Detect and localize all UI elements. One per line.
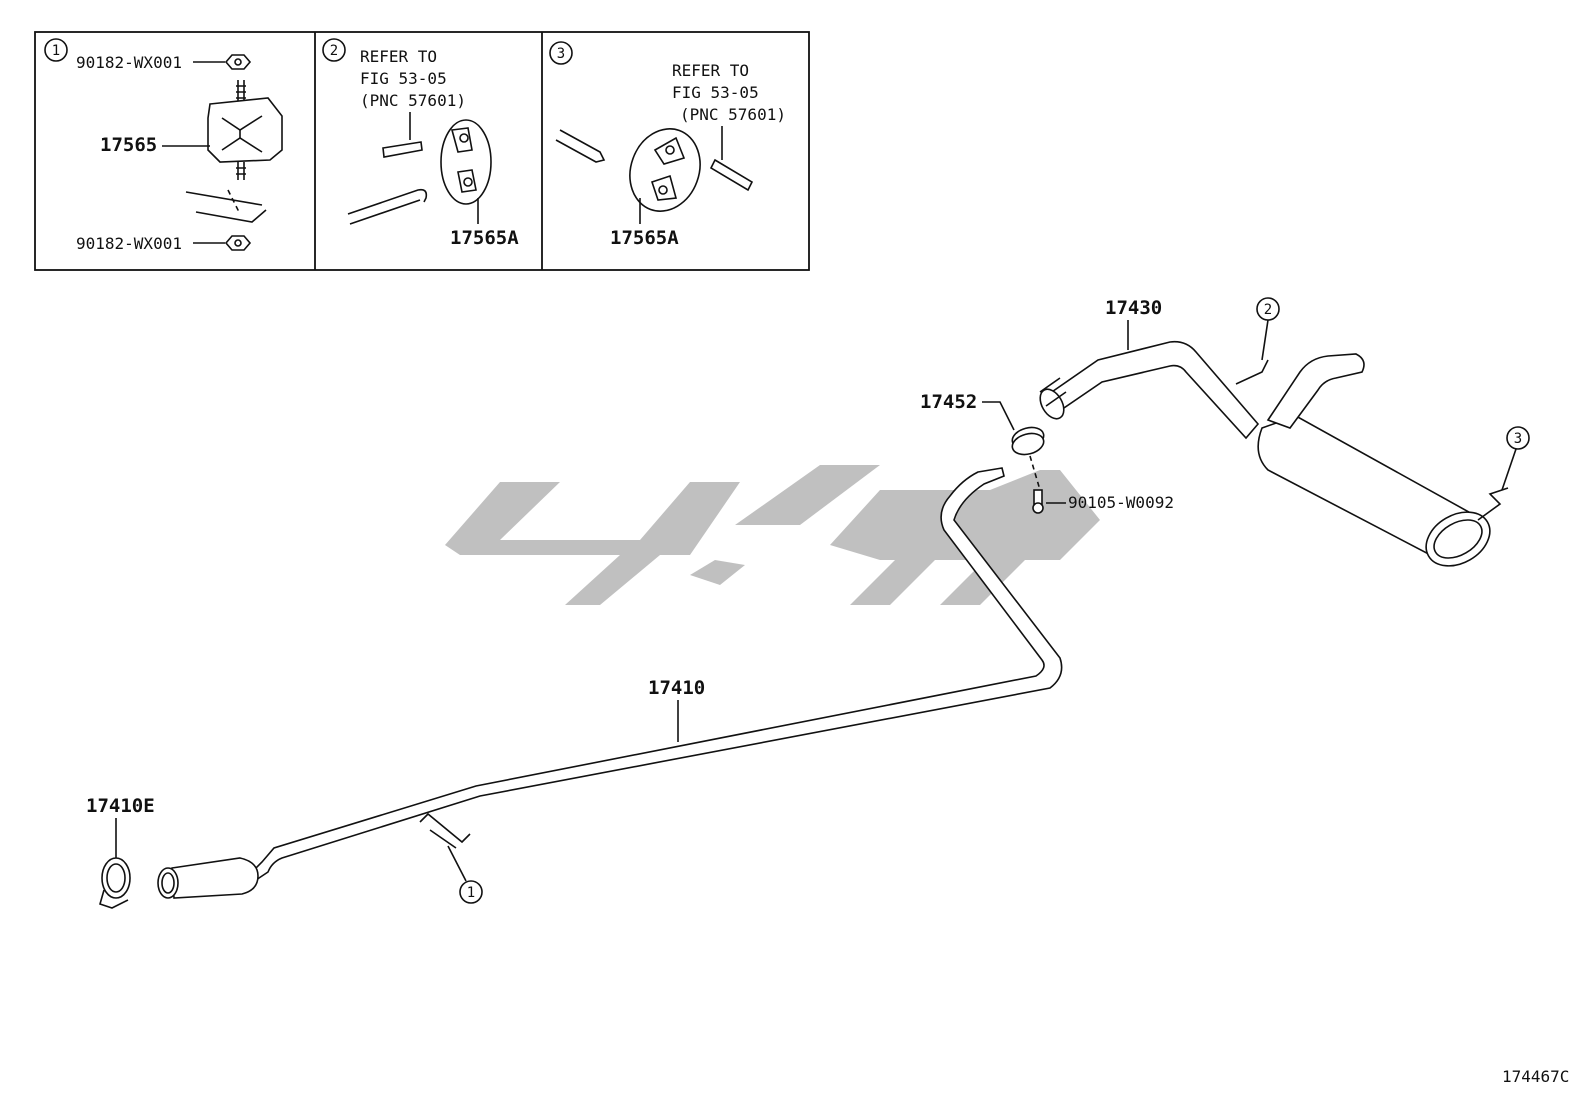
part-label-hanger: 17565A bbox=[610, 227, 679, 249]
part-label-top-nut: 90182-WX001 bbox=[76, 53, 182, 72]
inset-panel-1: 1 90182-WX001 17565 9 bbox=[44, 38, 283, 253]
rubber-mount-icon bbox=[207, 97, 283, 163]
part-label-gasket: 17452 bbox=[920, 391, 977, 413]
callout-3: 3 bbox=[1501, 426, 1530, 491]
callout-circle-1 bbox=[44, 38, 68, 62]
refer-text-line-3: (PNC 57601) bbox=[680, 105, 786, 124]
front-pipe bbox=[157, 467, 1063, 899]
callout-circle-3 bbox=[549, 41, 573, 65]
callout-circle-2 bbox=[322, 38, 346, 62]
refer-text-line-1: REFER TO bbox=[360, 47, 437, 66]
part-label-bolt: 90105-W0092 bbox=[1068, 493, 1174, 512]
callout-1: 1 bbox=[447, 845, 483, 904]
tail-pipe-muffler bbox=[1039, 340, 1509, 567]
leader-line bbox=[982, 401, 1015, 431]
refer-text-line-1: REFER TO bbox=[672, 61, 749, 80]
hanger-rod-icon bbox=[347, 141, 428, 225]
watermark-logo bbox=[445, 465, 1100, 605]
nut-icon bbox=[224, 235, 252, 251]
refer-text-line-2: FIG 53-05 bbox=[360, 69, 447, 88]
callout-number: 1 bbox=[467, 885, 475, 901]
hanger-rod-icon bbox=[555, 129, 754, 192]
bracket-icon bbox=[185, 189, 267, 223]
illustration-id: 174467C bbox=[1502, 1067, 1569, 1086]
part-label-hanger: 17565A bbox=[450, 227, 519, 249]
nut-icon bbox=[224, 54, 252, 70]
gasket-icon bbox=[1011, 426, 1045, 456]
callout-number: 3 bbox=[1514, 431, 1522, 447]
callout-number: 2 bbox=[330, 43, 338, 59]
callout-number: 1 bbox=[52, 43, 60, 59]
clamp-icon bbox=[99, 857, 131, 909]
inset-frame bbox=[34, 31, 810, 271]
inset-panel-3: 3 REFER TO FIG 53-05 (PNC 57601) 17565A bbox=[549, 41, 786, 249]
callout-number: 2 bbox=[1264, 302, 1272, 318]
part-label-bottom-nut: 90182-WX001 bbox=[76, 234, 182, 253]
part-label-tail-pipe: 17430 bbox=[1105, 297, 1162, 319]
inset-box bbox=[34, 31, 810, 271]
refer-text-line-3: (PNC 57601) bbox=[360, 91, 466, 110]
part-label-mount: 17565 bbox=[100, 134, 157, 156]
part-label-clamp: 17410E bbox=[86, 795, 155, 817]
bolt-icon bbox=[1029, 455, 1044, 514]
stud-lower-icon bbox=[236, 162, 246, 180]
rubber-hanger-icon bbox=[440, 119, 492, 205]
callout-number: 3 bbox=[557, 46, 565, 62]
part-label-front-pipe: 17410 bbox=[648, 677, 705, 699]
rubber-hanger-icon bbox=[629, 128, 701, 212]
callout-2: 2 bbox=[1256, 297, 1280, 361]
inset-panel-2: 2 REFER TO FIG 53-05 (PNC 57601) 17565A bbox=[322, 38, 519, 249]
refer-text-line-2: FIG 53-05 bbox=[672, 83, 759, 102]
